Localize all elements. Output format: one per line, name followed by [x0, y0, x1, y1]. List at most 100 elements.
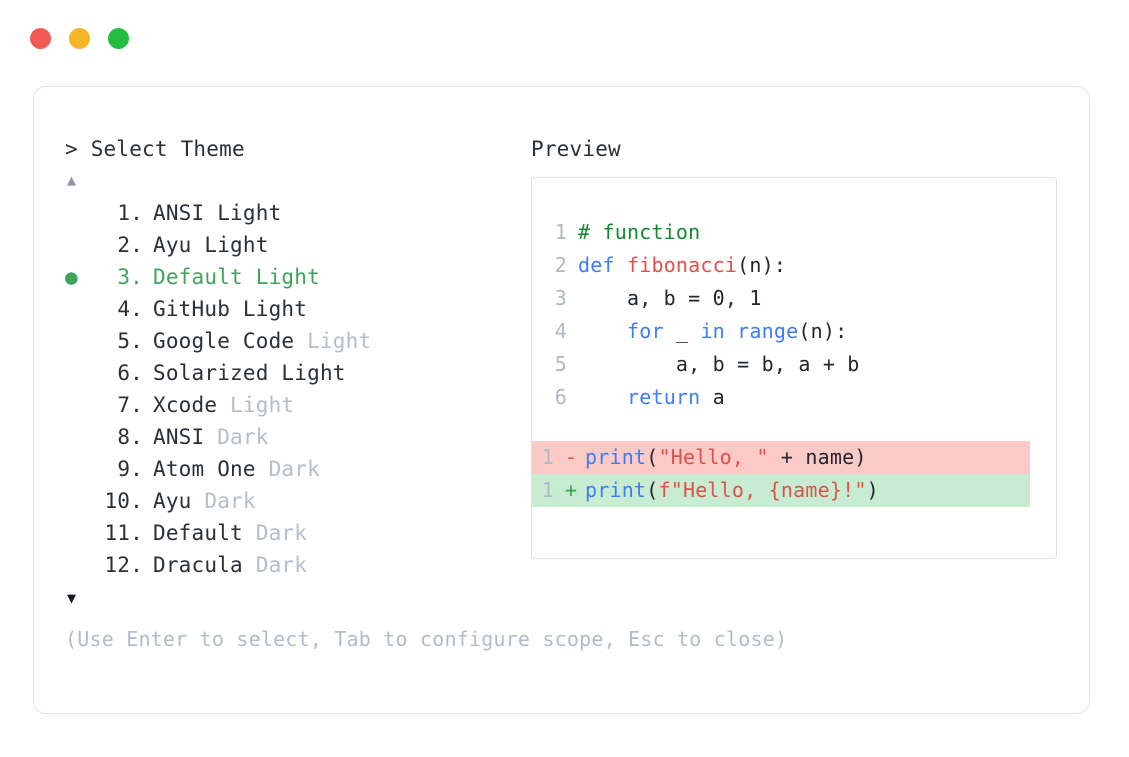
- diff-line-content: print(f"Hello, {name}!"): [585, 474, 879, 507]
- code-line: 6 return a: [545, 381, 1056, 414]
- selection-bullet-icon: [65, 389, 91, 421]
- code-token-plain: (: [646, 445, 659, 469]
- code-token-plain: (n):: [737, 253, 787, 277]
- theme-item-variant: Light: [294, 329, 372, 353]
- theme-list-item[interactable]: 7. Xcode Light: [65, 389, 525, 421]
- theme-item-index: 9.: [117, 457, 143, 481]
- code-token-plain: [578, 319, 627, 343]
- code-token-plain: ): [866, 478, 879, 502]
- code-line: 1 # function: [545, 216, 1056, 249]
- code-line: 5 a, b = b, a + b: [545, 348, 1056, 381]
- code-token-string: f"Hello, {name}!": [658, 478, 867, 502]
- code-token-plain: (: [646, 478, 659, 502]
- theme-list-item[interactable]: 4.GitHub Light: [65, 293, 525, 325]
- code-token-plain: + name): [768, 445, 867, 469]
- code-line-content: return a: [578, 381, 725, 414]
- theme-list-item[interactable]: 11. Default Dark: [65, 517, 525, 549]
- code-token-keyword: for: [626, 319, 664, 343]
- prompt-title: Select Theme: [90, 137, 245, 161]
- theme-list-item[interactable]: 10. Ayu Dark: [65, 485, 525, 517]
- theme-item-index: 8.: [117, 425, 143, 449]
- selection-bullet-icon: [65, 325, 91, 357]
- code-line: 4 for _ in range(n):: [545, 315, 1056, 348]
- code-token-comment: # function: [578, 220, 701, 244]
- code-token-plain: [578, 385, 627, 409]
- theme-item-name: Xcode: [153, 393, 218, 417]
- theme-list-item[interactable]: ●3.Default Light: [65, 261, 525, 293]
- theme-item-name: Solarized Light: [153, 361, 346, 385]
- code-token-string: "Hello, ": [658, 445, 769, 469]
- code-line: 2 def fibonacci(n):: [545, 249, 1056, 282]
- code-line-content: # function: [578, 216, 700, 249]
- theme-item-index: 6.: [117, 361, 143, 385]
- theme-list-item[interactable]: 5.Google Code Light: [65, 325, 525, 357]
- theme-item-index: 1.: [117, 201, 143, 225]
- theme-item-variant: Light: [217, 393, 295, 417]
- code-token-plain: a, b = 0, 1: [578, 286, 762, 310]
- code-token-keyword: print: [585, 478, 647, 502]
- theme-item-name: Ayu: [153, 489, 192, 513]
- prompt-header: > Select Theme: [65, 135, 525, 163]
- theme-item-name: Default Light: [153, 265, 320, 289]
- theme-item-index: 12.: [104, 553, 143, 577]
- diff-line-deletion: 1-print("Hello, " + name): [532, 441, 1030, 474]
- minimize-button[interactable]: [69, 28, 90, 49]
- scroll-up-icon[interactable]: ▲: [67, 171, 77, 189]
- theme-item-variant: Dark: [191, 489, 256, 513]
- code-line-number: 6: [554, 385, 567, 409]
- code-line-number: 5: [554, 352, 567, 376]
- theme-list-item[interactable]: 1. ANSI Light: [65, 197, 525, 229]
- code-token-plain: (n):: [798, 319, 848, 343]
- theme-item-name: ANSI Light: [153, 201, 282, 225]
- theme-list-item[interactable]: 9.Atom One Dark: [65, 453, 525, 485]
- diff-marker-icon: -: [565, 445, 578, 469]
- theme-item-name: GitHub Light: [153, 297, 308, 321]
- code-token-func: fibonacci: [626, 253, 738, 277]
- theme-item-name: Default: [153, 521, 243, 545]
- theme-item-index: 11.: [104, 521, 143, 545]
- code-line: 3 a, b = 0, 1: [545, 282, 1056, 315]
- theme-item-index: 2.: [117, 233, 143, 257]
- code-token-plain: a: [700, 385, 725, 409]
- diff-sample: 1-print("Hello, " + name)1+print(f"Hello…: [532, 441, 1056, 507]
- theme-list-item[interactable]: 8.ANSI Dark: [65, 421, 525, 453]
- window-traffic-lights: [30, 28, 129, 49]
- code-token-plain: a, b = b, a + b: [578, 352, 860, 376]
- selection-bullet-icon: [65, 229, 91, 261]
- prompt-caret-icon: >: [65, 137, 78, 161]
- diff-marker-icon: +: [565, 478, 578, 502]
- selection-bullet-icon: [65, 485, 91, 517]
- code-line-number: 1: [554, 220, 567, 244]
- preview-label: Preview: [531, 137, 621, 161]
- code-line-number: 2: [554, 253, 567, 277]
- code-line-content: a, b = 0, 1: [578, 282, 762, 315]
- maximize-button[interactable]: [108, 28, 129, 49]
- scroll-down-icon[interactable]: ▼: [67, 589, 77, 607]
- theme-item-variant: Dark: [242, 553, 308, 577]
- keyboard-hint: (Use Enter to select, Tab to configure s…: [65, 627, 788, 651]
- code-token-plain: _: [663, 319, 701, 343]
- code-line-number: 3: [554, 286, 567, 310]
- diff-line-addition: 1+print(f"Hello, {name}!"): [532, 474, 1030, 507]
- code-line-content: a, b = b, a + b: [578, 348, 860, 381]
- theme-item-name: Ayu Light: [153, 233, 269, 257]
- close-button[interactable]: [30, 28, 51, 49]
- code-token-keyword: def: [578, 253, 627, 277]
- theme-item-index: 10.: [104, 489, 143, 513]
- theme-item-index: 7.: [117, 393, 143, 417]
- theme-item-variant: Dark: [242, 521, 308, 545]
- code-line-number: 4: [554, 319, 567, 343]
- theme-list-item[interactable]: 6. Solarized Light: [65, 357, 525, 389]
- theme-item-index: 3.: [117, 265, 143, 289]
- code-token-keyword: print: [585, 445, 647, 469]
- theme-list-item[interactable]: 12.Dracula Dark: [65, 549, 525, 581]
- selection-bullet-icon: [65, 517, 91, 549]
- theme-item-name: ANSI: [153, 425, 205, 449]
- theme-list: 1.ANSI Light 2.Ayu Light●3.Default Light…: [65, 197, 525, 581]
- theme-item-name: Google Code: [153, 329, 295, 353]
- theme-list-item[interactable]: 2. Ayu Light: [65, 229, 525, 261]
- code-token-keyword: return: [626, 385, 701, 409]
